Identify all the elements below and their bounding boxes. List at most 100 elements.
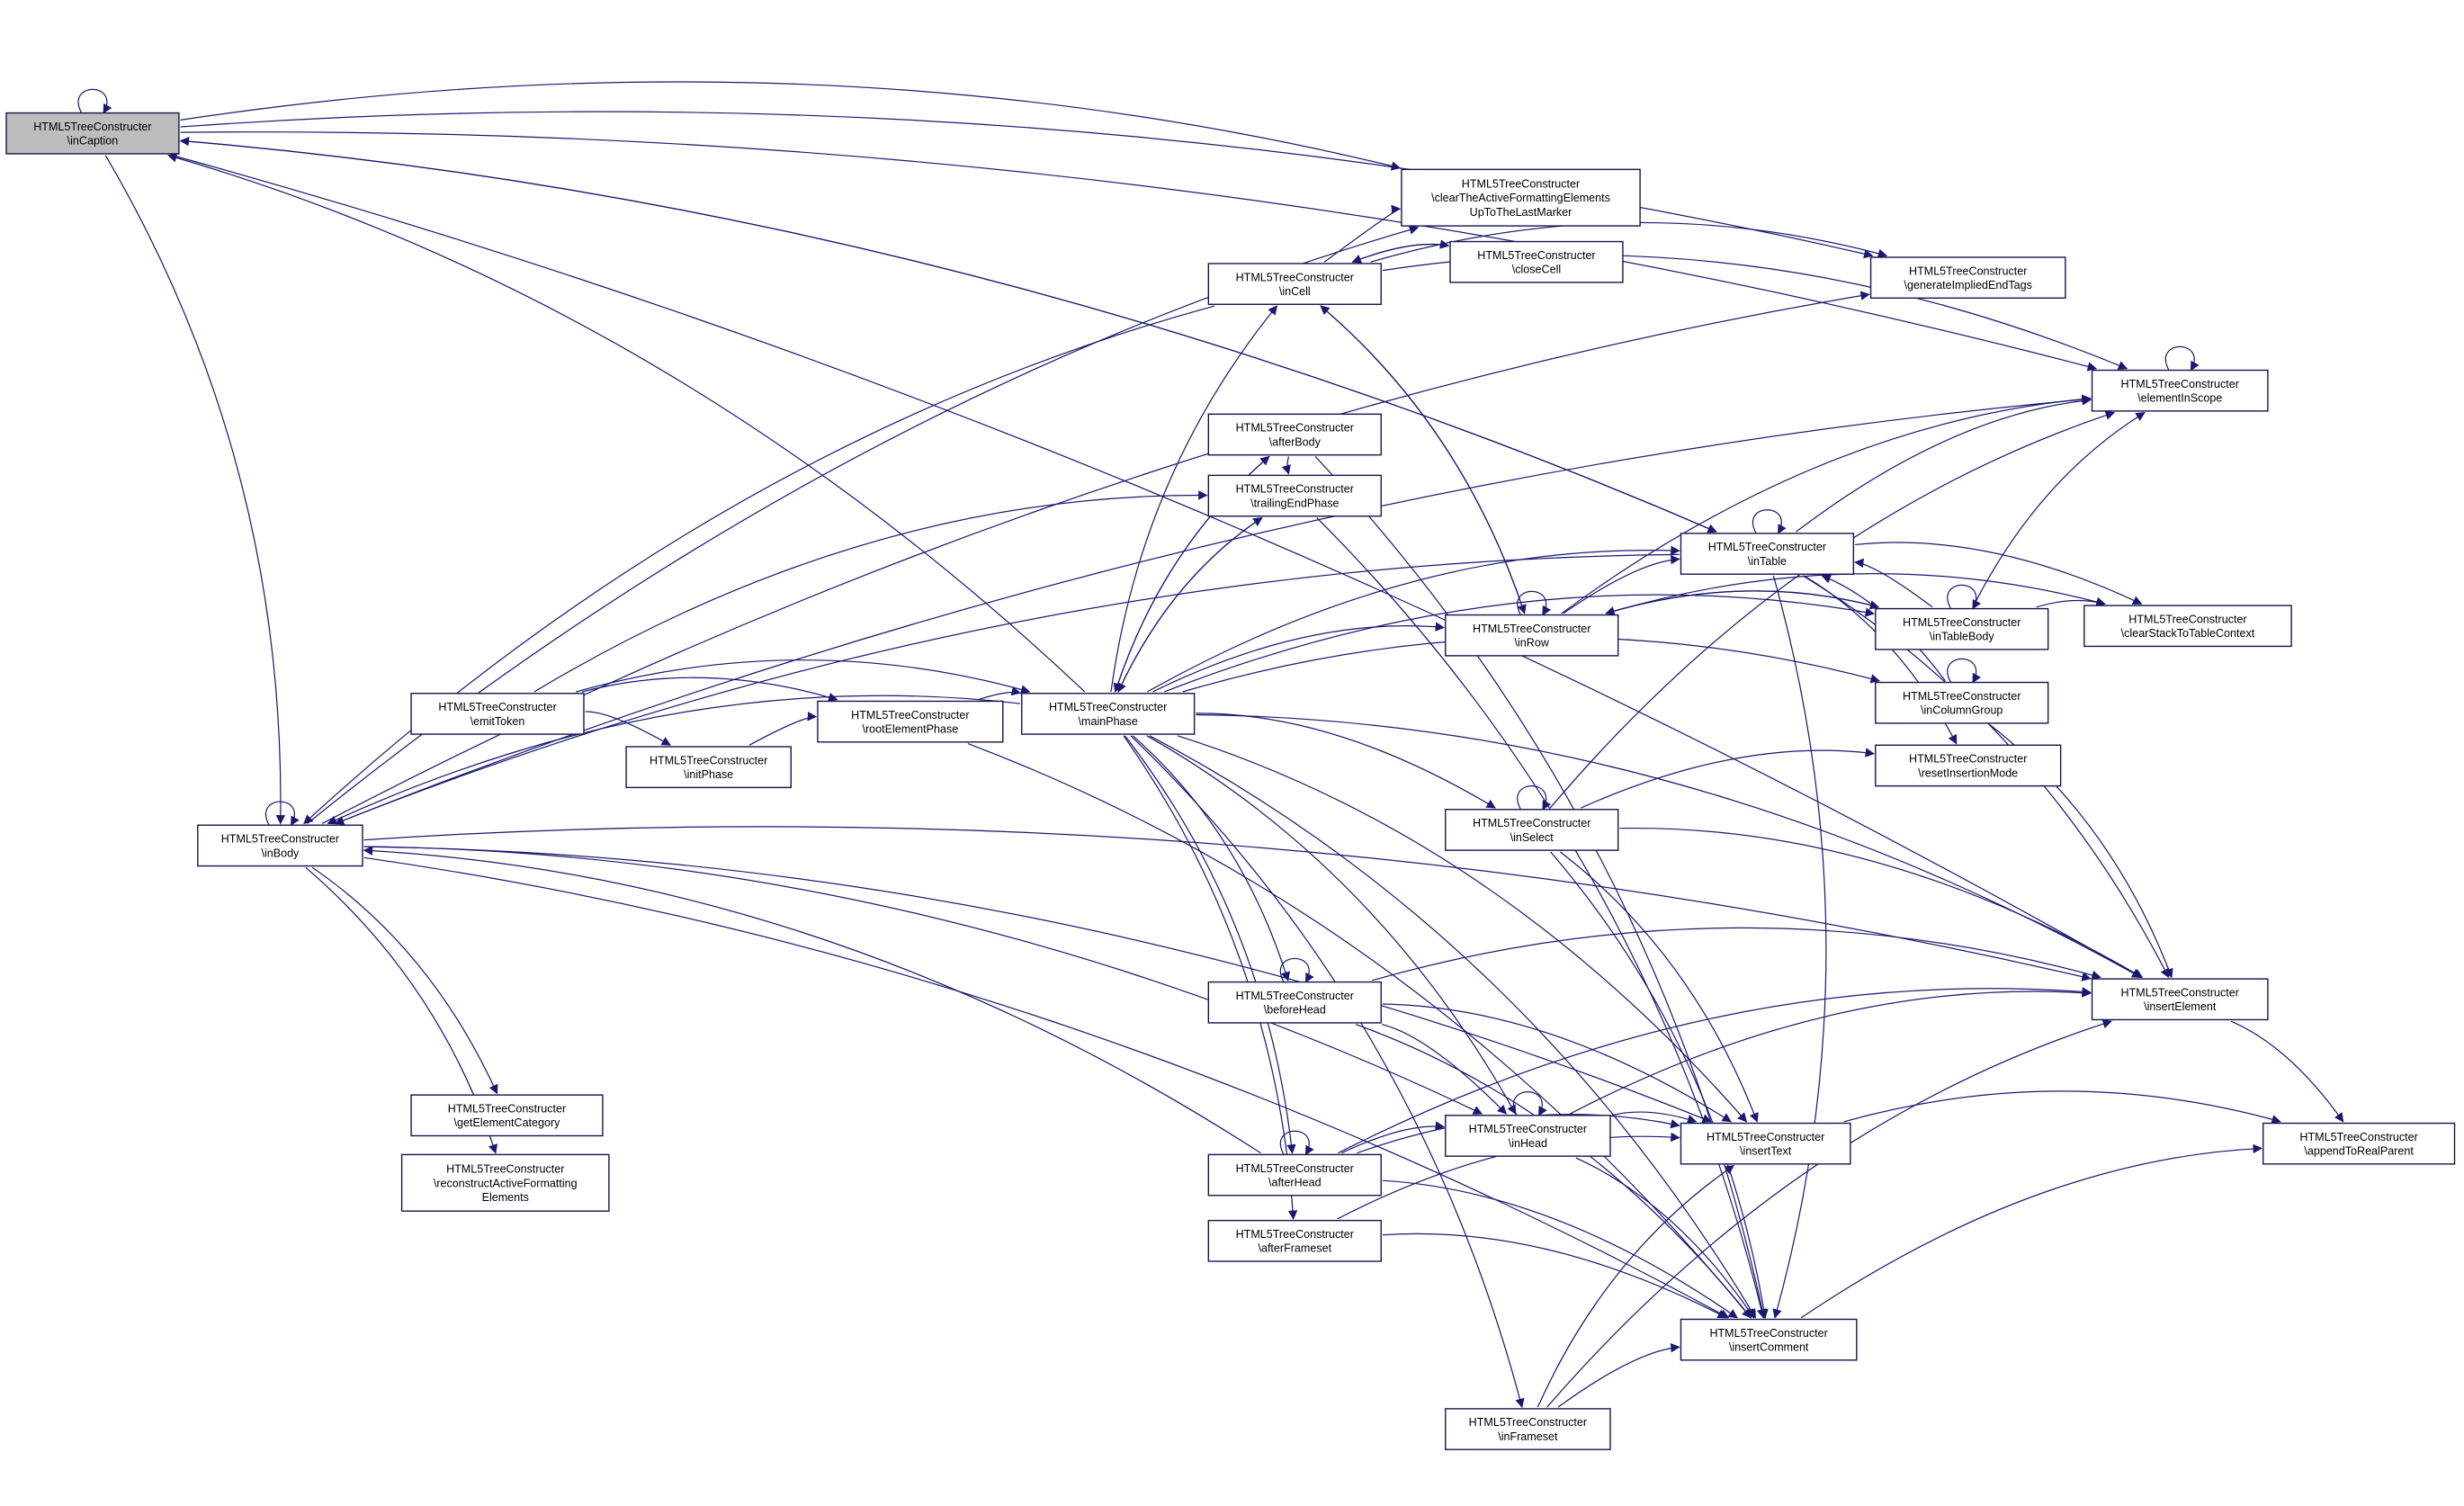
edge-inTable-to-inBody (334, 553, 1680, 825)
node-insertText[interactable]: HTML5TreeConstructer\insertText (1680, 1122, 1851, 1165)
node-box-inTable[interactable] (1680, 533, 1855, 575)
node-box-closeCell[interactable] (1449, 240, 1624, 283)
node-box-resetInsertionMode[interactable] (1875, 744, 2062, 787)
node-label-trailingEndPhase: HTML5TreeConstructer\trailingEndPhase (1236, 483, 1354, 510)
edge-mainPhase-to-afterHead (1124, 735, 1296, 1154)
node-box-inBody[interactable] (197, 824, 363, 867)
node-clearFmt[interactable]: HTML5TreeConstructer\clearTheActiveForma… (1401, 168, 1641, 227)
node-clearStackToTableContext[interactable]: HTML5TreeConstructer\clearStackToTableCo… (2083, 605, 2292, 648)
node-box-clearFmt[interactable] (1401, 168, 1641, 227)
edge-mainPhase-to-insertElement (1196, 713, 2142, 978)
node-inCaption[interactable]: HTML5TreeConstructer\inCaption (5, 112, 180, 155)
node-resetInsertionMode[interactable]: HTML5TreeConstructer\resetInsertionMode (1875, 744, 2062, 787)
edge-inSelect-to-insertElement (1619, 827, 2144, 978)
node-closeCell[interactable]: HTML5TreeConstructer\closeCell (1449, 240, 1624, 283)
node-box-inHead[interactable] (1445, 1115, 1611, 1157)
node-box-appendToRealParent[interactable] (2262, 1122, 2456, 1165)
node-box-insertElement[interactable] (2091, 978, 2269, 1021)
node-label-emitToken: HTML5TreeConstructer\emitToken (438, 701, 556, 728)
node-appendToRealParent[interactable]: HTML5TreeConstructer\appendToRealParent (2262, 1122, 2456, 1165)
node-elementInScope[interactable]: HTML5TreeConstructer\elementInScope (2091, 369, 2269, 412)
node-insertComment[interactable]: HTML5TreeConstructer\insertComment (1680, 1318, 1858, 1361)
node-box-trailingEndPhase[interactable] (1207, 474, 1382, 517)
node-inTableBody[interactable]: HTML5TreeConstructer\inTableBody (1875, 607, 2049, 650)
node-box-inColumnGroup[interactable] (1875, 681, 2049, 724)
edge-mainPhase-to-inHead (1146, 735, 1517, 1115)
node-label-inCaption: HTML5TreeConstructer\inCaption (33, 121, 151, 148)
edge-insertComment-to-appendToRealParent (1800, 1143, 2262, 1319)
edge-inHead-to-insertElement (1570, 988, 2092, 1115)
node-inFrameset[interactable]: HTML5TreeConstructer\inFrameset (1445, 1408, 1611, 1450)
node-inCell[interactable]: HTML5TreeConstructer\inCell (1207, 263, 1382, 305)
node-rootElementPhase[interactable]: HTML5TreeConstructer\rootElementPhase (817, 700, 1004, 743)
edge-inTable-to-insertComment (1772, 575, 1827, 1319)
node-box-mainPhase[interactable] (1021, 693, 1196, 735)
node-box-inRow[interactable] (1445, 614, 1619, 657)
node-label-inBody: HTML5TreeConstructer\inBody (221, 833, 339, 860)
node-box-inTableBody[interactable] (1875, 607, 2049, 650)
node-box-clearStackToTableContext[interactable] (2083, 605, 2292, 648)
edge-inTable-to-clearStackToTableContext (1855, 542, 2143, 605)
node-box-getElementCategory[interactable] (410, 1094, 604, 1137)
node-box-initPhase[interactable] (625, 746, 792, 789)
node-inSelect[interactable]: HTML5TreeConstructer\inSelect (1445, 809, 1619, 851)
edge-beforeHead-to-insertText (1382, 1003, 1732, 1123)
edge-afterBody-to-trailingEndPhase (1281, 456, 1291, 475)
edge-insertElement-to-appendToRealParent (2230, 1020, 2344, 1123)
node-label-elementInScope: HTML5TreeConstructer\elementInScope (2121, 378, 2239, 405)
node-insertElement[interactable]: HTML5TreeConstructer\insertElement (2091, 978, 2269, 1021)
node-mainPhase[interactable]: HTML5TreeConstructer\mainPhase (1021, 693, 1196, 735)
node-label-afterHead: HTML5TreeConstructer\afterHead (1236, 1162, 1354, 1189)
node-box-elementInScope[interactable] (2091, 369, 2269, 412)
edge-afterHead-to-inHead (1341, 1121, 1446, 1154)
node-reconstructActiveFormattingElements[interactable]: HTML5TreeConstructer\reconstructActiveFo… (400, 1153, 610, 1212)
node-box-emitToken[interactable] (410, 693, 585, 735)
node-box-beforeHead[interactable] (1207, 981, 1382, 1024)
node-box-inSelect[interactable] (1445, 809, 1619, 851)
node-inHead[interactable]: HTML5TreeConstructer\inHead (1445, 1115, 1611, 1157)
node-inRow[interactable]: HTML5TreeConstructer\inRow (1445, 614, 1619, 657)
node-emitToken[interactable]: HTML5TreeConstructer\emitToken (410, 693, 585, 735)
node-inTable[interactable]: HTML5TreeConstructer\inTable (1680, 533, 1855, 575)
edge-inCell-to-clearFmt (1323, 204, 1402, 263)
node-box-insertComment[interactable] (1680, 1318, 1858, 1361)
edge-beforeHead-to-insertComment (1355, 1024, 1752, 1319)
edge-inFrameset-to-insertText (1537, 1165, 1735, 1408)
node-box-inCell[interactable] (1207, 263, 1382, 305)
edge-inTableBody-to-inRow (1605, 590, 1879, 616)
node-box-rootElementPhase[interactable] (817, 700, 1004, 743)
node-box-insertText[interactable] (1680, 1122, 1851, 1165)
node-box-reconstructActiveFormattingElements[interactable] (400, 1153, 610, 1212)
node-label-inFrameset: HTML5TreeConstructer\inFrameset (1469, 1416, 1587, 1443)
edge-inBody-to-elementInScope (335, 394, 2092, 825)
edge-mainPhase-to-afterFrameset (1123, 735, 1298, 1220)
edge-emitToken-to-initPhase (585, 711, 672, 746)
node-beforeHead[interactable]: HTML5TreeConstructer\beforeHead (1207, 981, 1382, 1024)
edge-inHead-to-insertComment (1575, 1157, 1755, 1319)
node-box-generateImpliedEndTags[interactable] (1869, 256, 2066, 300)
node-inColumnGroup[interactable]: HTML5TreeConstructer\inColumnGroup (1875, 681, 2049, 724)
edge-inCell-to-closeCell (1352, 239, 1450, 263)
node-afterBody[interactable]: HTML5TreeConstructer\afterBody (1207, 413, 1382, 456)
edge-inTableBody-to-inTableBody (1947, 584, 1982, 610)
node-box-afterHead[interactable] (1207, 1153, 1382, 1197)
node-generateImpliedEndTags[interactable]: HTML5TreeConstructer\generateImpliedEndT… (1869, 256, 2066, 300)
edge-mainPhase-to-inTable (1146, 545, 1680, 693)
node-label-appendToRealParent: HTML5TreeConstructer\appendToRealParent (2299, 1131, 2417, 1158)
node-trailingEndPhase[interactable]: HTML5TreeConstructer\trailingEndPhase (1207, 474, 1382, 517)
node-inBody[interactable]: HTML5TreeConstructer\inBody (197, 824, 363, 867)
node-box-afterBody[interactable] (1207, 413, 1382, 456)
node-label-insertText: HTML5TreeConstructer\insertText (1707, 1131, 1824, 1158)
node-afterHead[interactable]: HTML5TreeConstructer\afterHead (1207, 1153, 1382, 1197)
edge-inHead-to-insertText (1611, 1111, 1698, 1124)
node-initPhase[interactable]: HTML5TreeConstructer\initPhase (625, 746, 792, 789)
edge-inHead-to-inHead (1513, 1091, 1547, 1116)
edge-mainPhase-to-insertComment (1149, 735, 1757, 1319)
node-afterFrameset[interactable]: HTML5TreeConstructer\afterFrameset (1207, 1219, 1382, 1262)
edge-mainPhase-to-insertText (1177, 735, 1748, 1123)
edge-inCaption-to-inCaption (77, 88, 112, 114)
node-getElementCategory[interactable]: HTML5TreeConstructer\getElementCategory (410, 1094, 604, 1137)
node-box-afterFrameset[interactable] (1207, 1219, 1382, 1262)
node-box-inFrameset[interactable] (1445, 1408, 1611, 1450)
node-box-inCaption[interactable] (5, 112, 180, 155)
